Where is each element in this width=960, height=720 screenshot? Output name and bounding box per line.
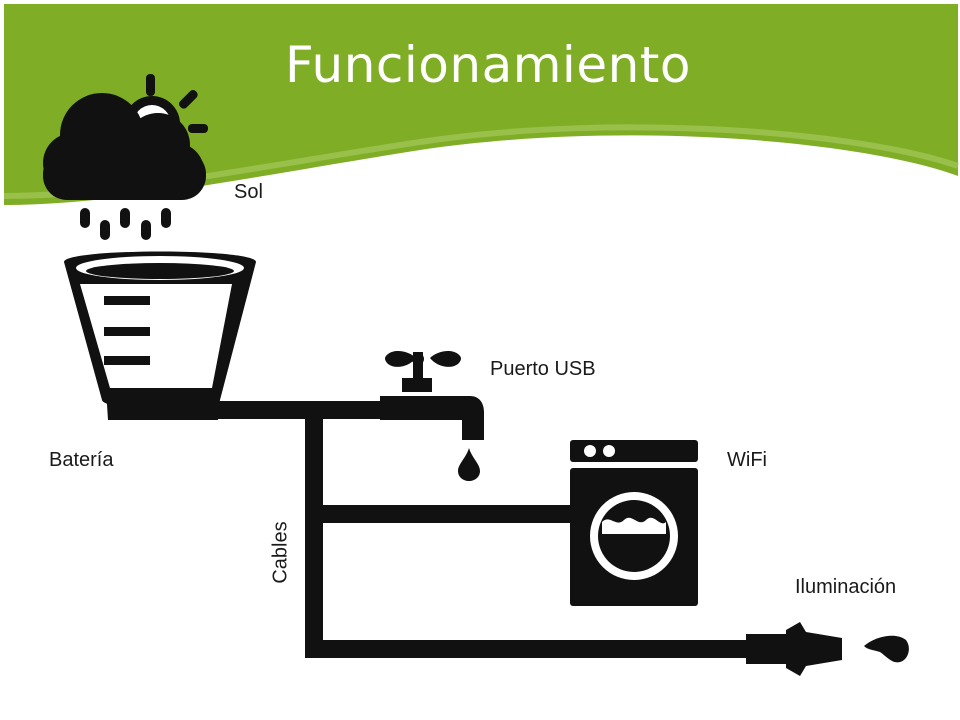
water-drop-icon xyxy=(458,448,480,481)
header-band xyxy=(4,4,958,205)
label-bateria: Batería xyxy=(49,449,114,471)
cloud-sun-rain-icon xyxy=(43,74,208,240)
label-wifi: WiFi xyxy=(727,449,767,471)
cables-pipe xyxy=(214,401,775,658)
bucket-icon xyxy=(64,251,256,420)
label-sol: Sol xyxy=(234,181,263,203)
hose-nozzle-icon xyxy=(746,622,842,676)
washing-machine-icon xyxy=(570,440,698,606)
label-cables: Cables xyxy=(269,521,292,584)
label-puerto-usb: Puerto USB xyxy=(490,358,596,380)
water-splash-icon xyxy=(864,635,909,663)
faucet-icon xyxy=(380,351,484,440)
slide-title: Funcionamiento xyxy=(285,36,691,94)
label-iluminacion: Iluminación xyxy=(795,576,897,598)
